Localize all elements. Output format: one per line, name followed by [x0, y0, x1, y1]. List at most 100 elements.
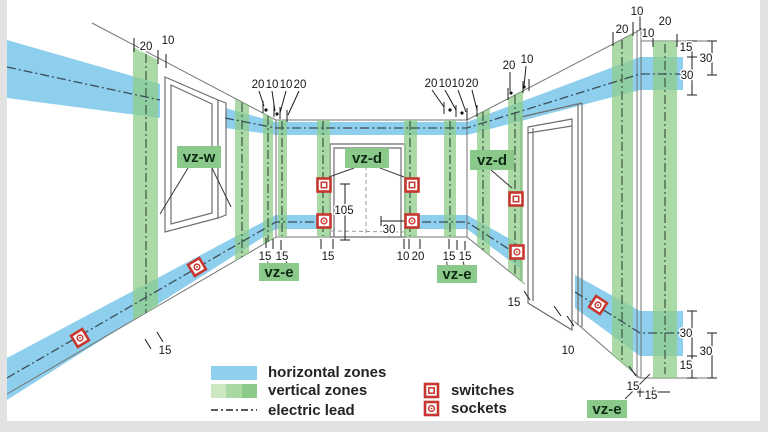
leader-dot: [460, 111, 464, 115]
frame-edge-left: [0, 0, 7, 432]
dimension-label: 10: [452, 78, 465, 90]
dimension-label: 15: [159, 345, 172, 357]
leader-dot: [264, 108, 268, 112]
dimension-label: 20: [659, 16, 672, 28]
wall-top-edges: [91, 22, 641, 121]
dimension-label: 15: [443, 251, 456, 263]
leaders-right-wall-band: [509, 65, 527, 91]
right-door-leaf-edge: [527, 125, 573, 301]
window-inner-frame: [170, 84, 213, 225]
dimension-label: 10: [266, 79, 279, 91]
dash-dot-line-swatch: [211, 409, 257, 411]
dimension-label: 20: [503, 60, 516, 72]
dimension-label: 30: [680, 328, 693, 340]
zone-label-text: vz-d: [477, 152, 507, 169]
zone-label-box: [470, 150, 514, 170]
zone-label-text: vz-e: [442, 266, 471, 283]
legend-label: sockets: [451, 400, 507, 417]
dimension-label: 15: [680, 360, 693, 372]
vertical-zone-swatch: [211, 383, 257, 398]
zone-label-box: [177, 146, 221, 168]
ticks-misc: [144, 290, 670, 397]
ticks-bottom-center: [265, 238, 466, 251]
socket-symbol: [509, 244, 525, 260]
ticks-top-left: [133, 38, 167, 68]
vz-left-wall-window-left: [133, 47, 158, 320]
leaders-left-corner: [258, 90, 300, 116]
dimension-marks: [133, 16, 717, 397]
dimension-label: 15: [645, 390, 658, 402]
dimension-label: 10: [162, 35, 175, 47]
zone-label-box: [437, 265, 477, 283]
legend-label: vertical zones: [268, 382, 368, 399]
leaders-right-corner: [431, 89, 478, 113]
dimension-label: 15: [627, 381, 640, 393]
zone-label-vz-e: vz-e: [587, 400, 627, 418]
legend-electric-lead: electric lead: [211, 402, 355, 419]
dimension-label: 20: [466, 78, 479, 90]
ticks-left-corner: [262, 101, 288, 122]
wall-corners: [275, 120, 468, 237]
dimension-label: 15: [259, 251, 272, 263]
dimension-label: 20: [252, 79, 265, 91]
zone-labels: vz-w vz-d vz-d vz-e vz-e vz-e: [177, 146, 627, 418]
dimension-label: 10: [397, 251, 410, 263]
socket-symbol: [404, 213, 420, 229]
zone-label-vz-e: vz-e: [259, 263, 299, 281]
right-door-leaf: [527, 118, 573, 332]
legend-horizontal-zones: horizontal zones: [211, 364, 386, 381]
lead-ceiling: [6, 66, 692, 129]
leader-dot: [522, 85, 526, 89]
switch-symbol: [404, 177, 420, 193]
socket-icon: [423, 400, 440, 417]
zone-label-vz-w: vz-w: [177, 146, 221, 168]
zone-label-box: [259, 263, 299, 281]
dimension-label: 30: [700, 346, 713, 358]
zone-label-text: vz-e: [592, 401, 621, 418]
switch-symbol: [316, 177, 332, 193]
legend-sockets: sockets: [423, 400, 507, 417]
dimension-label: 15: [322, 251, 335, 263]
dimension-label: 20: [294, 79, 307, 91]
dimension-label: 10: [631, 6, 644, 18]
dimension-label: 105: [334, 205, 353, 217]
ticks-right-corner: [443, 102, 478, 120]
frame-edge-right: [760, 0, 768, 432]
zone-label-text: vz-d: [352, 150, 382, 167]
dimension-label: 15: [508, 297, 521, 309]
dimension-label: 10: [562, 345, 575, 357]
switch-symbol: [508, 191, 524, 207]
dimension-label: 20: [412, 251, 425, 263]
leader-dot: [448, 108, 452, 112]
socket-symbol: [316, 213, 332, 229]
dimension-label: 30: [700, 53, 713, 65]
zone-label-leaders: [159, 167, 651, 400]
window-reveal: [217, 99, 227, 219]
right-door: [520, 102, 583, 332]
legend-label: horizontal zones: [268, 364, 387, 381]
dimension-label: 30: [681, 70, 694, 82]
dim-105-line: [340, 183, 350, 241]
dimension-label: 30: [383, 224, 396, 236]
dimension-label: 15: [276, 251, 289, 263]
frame-edge-bottom: [0, 421, 768, 432]
dimension-label: 10: [439, 78, 452, 90]
leader-dot: [275, 112, 279, 116]
ceiling-zone-left-wall: [7, 40, 160, 118]
dim-column-top-right: [687, 40, 717, 96]
dimension-label: 10: [280, 79, 293, 91]
dimension-label: 20: [425, 78, 438, 90]
legend-switches: switches: [423, 382, 514, 399]
zone-label-box: [345, 148, 389, 168]
dim-column-bottom-right: [687, 310, 717, 379]
dimension-label: 10: [521, 54, 534, 66]
horizontal-zone-swatch: [211, 365, 257, 380]
dimension-label: 10: [642, 28, 655, 40]
zone-label-vz-e: vz-e: [437, 265, 477, 283]
vz-right-wall-front: [612, 34, 633, 372]
leader-dot: [509, 91, 513, 95]
dimension-label: 20: [616, 24, 629, 36]
